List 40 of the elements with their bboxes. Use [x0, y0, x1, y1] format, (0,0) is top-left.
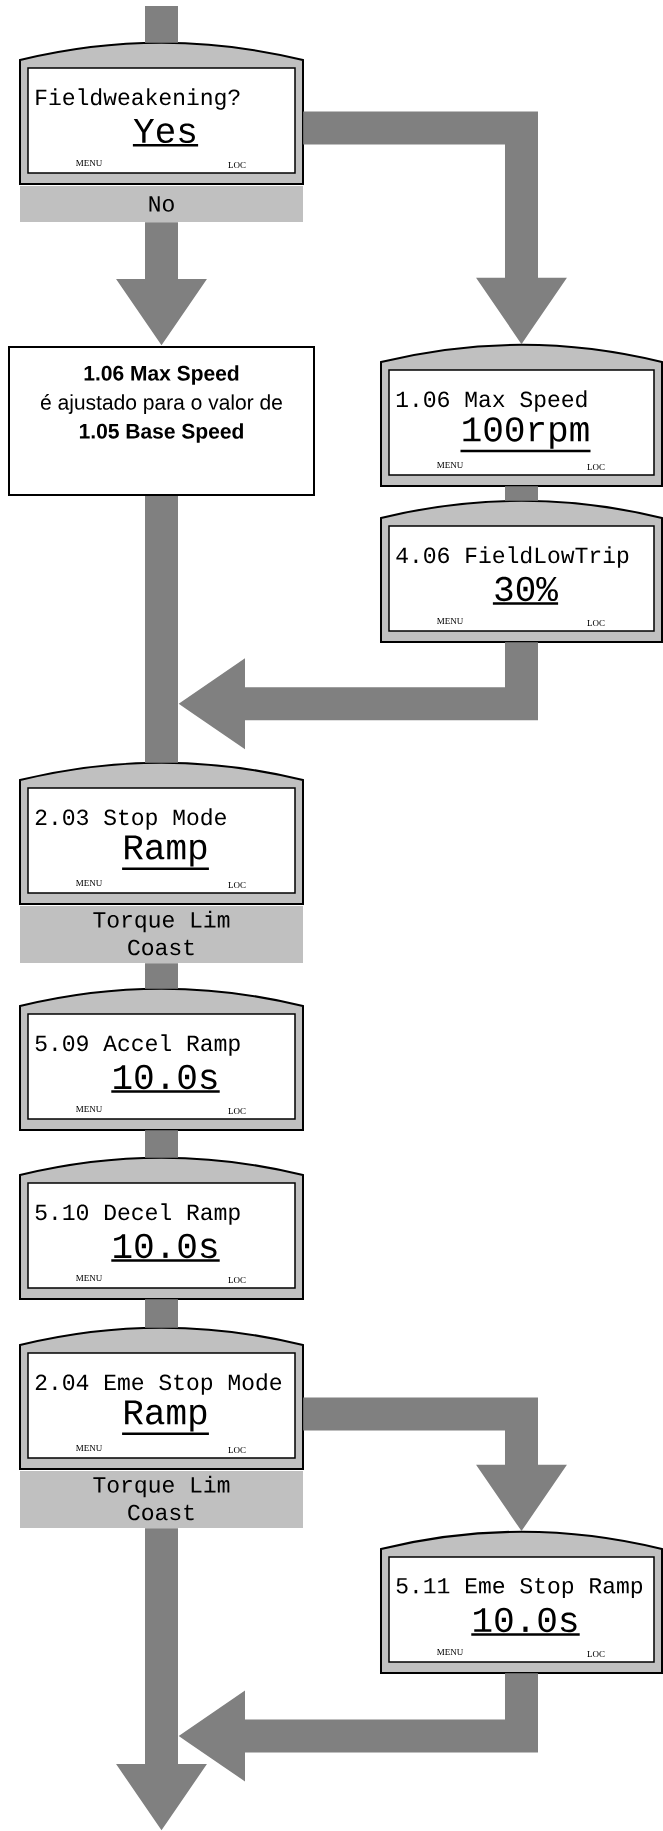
softkey-label: LOC — [228, 162, 246, 169]
softkey-label: MENU — [437, 618, 464, 624]
parameter-name: 5.11 Eme Stop Ramp — [396, 1577, 643, 1599]
parameter-name: 2.04 Eme Stop Mode — [35, 1373, 282, 1395]
parameter-name: Fieldweakening? — [36, 88, 240, 110]
option-label: No — [149, 196, 174, 212]
parameter-name: 1.06 Max Speed — [396, 390, 587, 412]
softkey-label: MENU — [76, 1445, 103, 1451]
softkey-label: MENU — [437, 462, 464, 468]
parameter-name: 2.03 Stop Mode — [35, 808, 226, 830]
parameter-value: Ramp — [122, 835, 209, 871]
parameter-name: 5.10 Decel Ramp — [35, 1203, 240, 1225]
note-text: 1.05 Base Speed — [79, 423, 243, 443]
parameter-value: 10.0s — [111, 1064, 220, 1093]
note-text: é ajustado para o valor de — [40, 394, 282, 414]
parameter-value: 30% — [492, 576, 559, 605]
softkey-label: LOC — [587, 1651, 605, 1658]
parameter-name: 5.09 Accel Ramp — [35, 1034, 240, 1056]
softkey-label: LOC — [587, 620, 605, 627]
option-label: Torque Lim — [93, 1475, 230, 1498]
softkey-label: MENU — [437, 1649, 464, 1655]
parameter-value: 10.0s — [111, 1233, 220, 1262]
softkey-label: MENU — [76, 880, 103, 886]
parameter-value: Ramp — [122, 1400, 209, 1436]
parameter-value: 10.0s — [471, 1607, 580, 1636]
parameter-value: 100rpm — [460, 417, 591, 453]
parameter-name: 4.06 FieldLowTrip — [396, 546, 629, 568]
softkey-label: LOC — [228, 1108, 246, 1115]
softkey-label: LOC — [228, 882, 246, 889]
softkey-label: MENU — [76, 1275, 103, 1281]
option-label: Coast — [128, 1504, 194, 1521]
parameter-value: Yes — [132, 119, 199, 147]
note-text: 1.06 Max Speed — [84, 365, 239, 385]
option-label: Torque Lim — [93, 910, 230, 933]
softkey-label: MENU — [76, 1106, 103, 1112]
softkey-label: LOC — [228, 1447, 246, 1454]
option-label: Coast — [128, 939, 194, 956]
softkey-label: MENU — [76, 160, 103, 166]
softkey-label: LOC — [587, 464, 605, 471]
softkey-label: LOC — [228, 1277, 246, 1284]
